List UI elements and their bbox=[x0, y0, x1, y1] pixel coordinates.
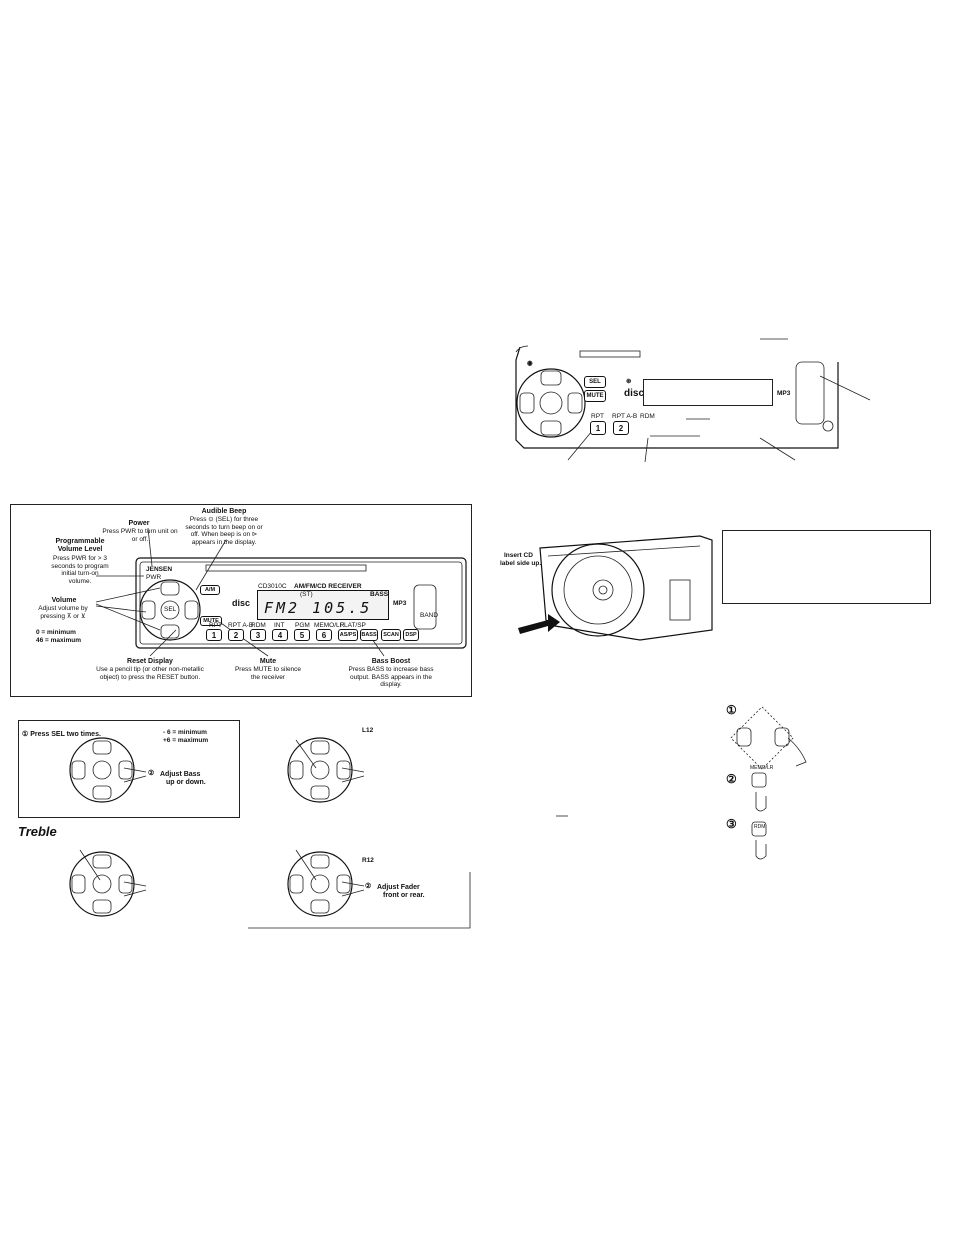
top-mp3-logo: MP3 bbox=[777, 390, 791, 397]
bass-button[interactable]: BASS bbox=[360, 629, 378, 641]
main-mp3-logo: MP3 bbox=[393, 600, 407, 607]
top-preset-2-button[interactable]: 2 bbox=[613, 421, 629, 435]
cd-insert-label-line1: Insert CD bbox=[504, 552, 533, 559]
features-panel bbox=[10, 504, 472, 697]
mute-title: Mute bbox=[259, 658, 277, 665]
top-disc-logo: disc bbox=[624, 388, 645, 399]
fader-level-label: R12 bbox=[362, 857, 374, 864]
balance-level-label: L12 bbox=[362, 727, 374, 734]
scan-button[interactable]: SCAN bbox=[381, 629, 401, 641]
preset-6-button[interactable]: 6 bbox=[316, 629, 332, 641]
preset-6-label: MEMO/LR bbox=[314, 622, 345, 629]
preset-4-label: INT bbox=[274, 622, 285, 629]
bass-range-min: - 6 = minimum bbox=[163, 729, 207, 736]
treble-heading: Treble bbox=[18, 824, 57, 839]
top-display-callout-box bbox=[643, 379, 773, 406]
as-ps-button[interactable]: AS/PS bbox=[338, 629, 358, 641]
power-text: Press PWR to turn unit on or off. bbox=[102, 528, 178, 543]
main-disc-logo: disc bbox=[232, 598, 251, 608]
lcd-bass-indicator: BASS bbox=[370, 591, 389, 598]
reset-display-title: Reset Display bbox=[127, 658, 173, 665]
programmable-volume-text: Press PWR for > 3 seconds to program ini… bbox=[51, 555, 109, 585]
programmable-volume-title: Programmable Volume Level bbox=[55, 538, 105, 553]
preset-2-label: RPT A-B bbox=[228, 622, 254, 629]
remote-memo-label: MEMO/LR bbox=[750, 765, 774, 771]
main-brand-badge: JENSEN bbox=[146, 566, 173, 573]
cd-insert-label-line2: label side up. bbox=[500, 560, 542, 567]
main-band-label: BAND bbox=[420, 612, 439, 619]
preset-1-button[interactable]: 1 bbox=[206, 629, 222, 641]
main-lcd-display bbox=[257, 590, 389, 620]
audible-beep-text: Press ⊙ (SEL) for three seconds to turn … bbox=[185, 516, 263, 546]
main-sel-label: SEL bbox=[164, 606, 177, 613]
bass-step1-label: Press SEL two times. bbox=[30, 731, 101, 738]
preset-1-label: RPT bbox=[209, 622, 222, 629]
reset-display-text: Use a pencil tip (or other non-metallic … bbox=[96, 666, 204, 681]
flat-sp-label: FLAT/SP bbox=[340, 622, 366, 629]
preset-2-button[interactable]: 2 bbox=[228, 629, 244, 641]
bass-boost-text: Press BASS to increase bass output. BASS… bbox=[348, 666, 434, 688]
top-rpt-label: RPT bbox=[591, 413, 604, 420]
remote-step-1-circle: ① bbox=[726, 703, 737, 717]
fader-step2-line2: front or rear. bbox=[383, 892, 425, 899]
preset-5-button[interactable]: 5 bbox=[294, 629, 310, 641]
volume-text: Adjust volume by pressing ⊼ or ⊻ bbox=[38, 605, 88, 620]
bass-boost-title: Bass Boost bbox=[371, 658, 411, 665]
bass-step2-circle: ② bbox=[148, 770, 155, 777]
volume-max: 46 = maximum bbox=[36, 637, 81, 644]
bass-adjust-box bbox=[18, 720, 240, 818]
power-title: Power bbox=[128, 520, 150, 527]
fader-step2-circle: ② bbox=[365, 883, 372, 890]
bass-step2-line1: Adjust Bass bbox=[160, 771, 201, 778]
volume-min: 0 = minimum bbox=[36, 629, 76, 636]
volume-title: Volume bbox=[51, 597, 77, 604]
top-sel-button[interactable]: SEL bbox=[584, 376, 606, 388]
bass-range-max: +6 = maximum bbox=[163, 737, 209, 744]
remote-step-3-circle: ③ bbox=[726, 817, 737, 831]
lcd-st-indicator: (ST) bbox=[300, 591, 313, 598]
preset-3-button[interactable]: 3 bbox=[250, 629, 266, 641]
mute-text: Press MUTE to silence the receiver bbox=[234, 666, 302, 681]
bass-step2-line2: up or down. bbox=[166, 779, 206, 786]
top-rpt-ab-label: RPT A-B bbox=[612, 413, 638, 420]
preset-5-label: PGM bbox=[295, 622, 310, 629]
preset-3-label: RDM bbox=[251, 622, 266, 629]
dsp-button[interactable]: DSP bbox=[403, 629, 419, 641]
remote-step-2-circle: ② bbox=[726, 772, 737, 786]
main-model: CD3010C bbox=[258, 583, 287, 590]
lcd-frequency-text: FM2 105.5 bbox=[264, 599, 373, 617]
bass-step1-text: ① Press SEL two times. bbox=[22, 731, 101, 739]
audible-beep-title: Audible Beep bbox=[201, 508, 247, 515]
top-mute-button[interactable]: MUTE bbox=[584, 390, 606, 402]
top-brand-badge: ◉ bbox=[527, 360, 533, 367]
main-model-desc: AM/FM/CD RECEIVER bbox=[294, 583, 362, 590]
main-am-button[interactable]: A/M bbox=[200, 585, 220, 595]
top-rdm-label: RDM bbox=[640, 413, 655, 420]
note-box bbox=[722, 530, 931, 604]
top-preset-1-button[interactable]: 1 bbox=[590, 421, 606, 435]
fader-step2-line1: Adjust Fader bbox=[377, 884, 420, 891]
top-disc-icon: ⊛ bbox=[626, 378, 632, 385]
main-mute-button[interactable]: MUTE bbox=[200, 616, 222, 626]
step-1-circle: ① bbox=[22, 731, 29, 738]
preset-4-button[interactable]: 4 bbox=[272, 629, 288, 641]
main-pwr-label: PWR bbox=[146, 574, 162, 581]
remote-rdm-label: RDM bbox=[754, 824, 766, 830]
